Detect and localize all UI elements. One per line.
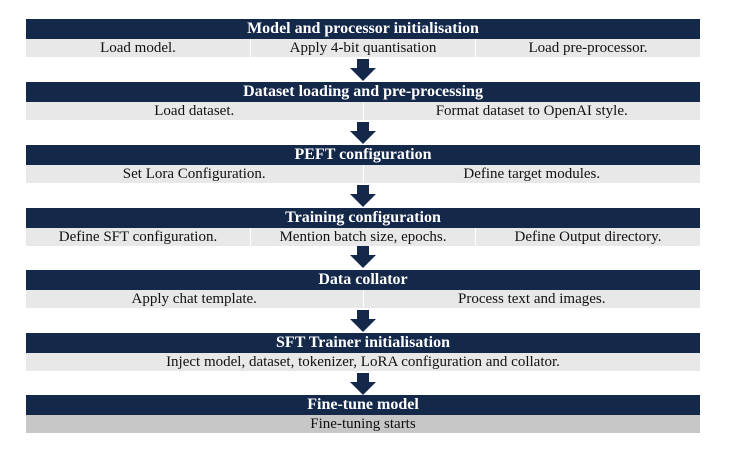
down-arrow-icon <box>350 185 376 207</box>
step-item: Load pre-processor. <box>475 39 700 57</box>
step-items: Load dataset. Format dataset to OpenAI s… <box>26 102 700 120</box>
step-sft-trainer-init: SFT Trainer initialisation Inject model,… <box>26 333 700 371</box>
step-items: Inject model, dataset, tokenizer, LoRA c… <box>26 353 700 371</box>
step-title: Data collator <box>26 270 700 290</box>
step-item: Define SFT configuration. <box>58 229 218 245</box>
step-item: Apply 4-bit quantisation <box>250 39 475 57</box>
step-fine-tune-model: Fine-tune model Fine-tuning starts <box>26 395 700 433</box>
step-items: Fine-tuning starts <box>26 415 700 433</box>
step-item: Apply chat template. <box>131 291 257 307</box>
down-arrow-icon <box>350 59 376 81</box>
step-title: SFT Trainer initialisation <box>26 333 700 353</box>
down-arrow-icon <box>350 246 376 268</box>
down-arrow-icon <box>350 122 376 144</box>
step-item: Load model. <box>100 40 176 56</box>
down-arrow-icon <box>350 310 376 332</box>
step-item: Set Lora Configuration. <box>122 166 266 182</box>
step-training-config: Training configuration Define SFT config… <box>26 208 700 246</box>
step-peft-config: PEFT configuration Set Lora Configuratio… <box>26 145 700 183</box>
step-item: Define Output directory. <box>475 228 700 246</box>
down-arrow-icon <box>350 373 376 395</box>
step-item: Mention batch size, epochs. <box>250 228 475 246</box>
step-data-collator: Data collator Apply chat template. Proce… <box>26 270 700 308</box>
step-title: Training configuration <box>26 208 700 228</box>
step-items: Define SFT configuration. Mention batch … <box>26 228 700 246</box>
step-item: Process text and images. <box>362 290 701 308</box>
step-items: Load model. Apply 4-bit quantisation Loa… <box>26 39 700 57</box>
step-title: Dataset loading and pre-processing <box>26 82 700 102</box>
step-items: Apply chat template. Process text and im… <box>26 290 700 308</box>
step-model-processor-init: Model and processor initialisation Load … <box>26 19 700 57</box>
step-item: Inject model, dataset, tokenizer, LoRA c… <box>166 354 560 370</box>
step-title: Model and processor initialisation <box>26 19 700 39</box>
step-title: PEFT configuration <box>26 145 700 165</box>
step-item: Load dataset. <box>154 103 235 119</box>
step-dataset-loading: Dataset loading and pre-processing Load … <box>26 82 700 120</box>
step-items: Set Lora Configuration. Define target mo… <box>26 165 700 183</box>
step-title: Fine-tune model <box>26 395 700 415</box>
step-item: Fine-tuning starts <box>310 416 416 432</box>
step-item: Format dataset to OpenAI style. <box>362 102 701 120</box>
step-item: Define target modules. <box>362 165 701 183</box>
